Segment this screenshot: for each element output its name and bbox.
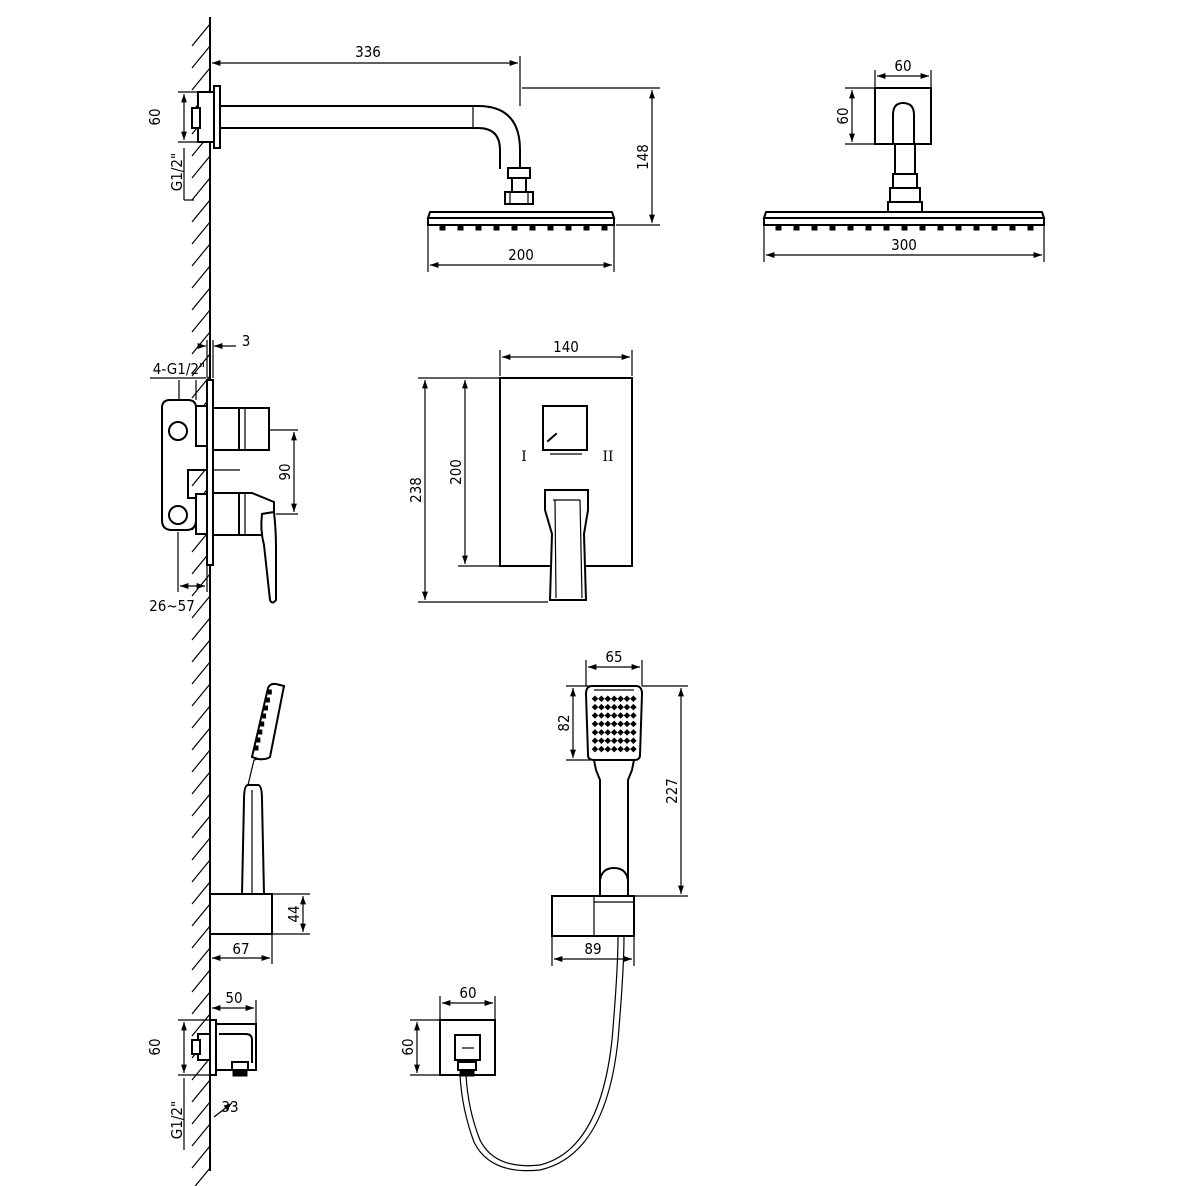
wall-outlet-side-view: 50 60 G1/2" 33 — [146, 989, 257, 1150]
dim-nipple: 33 — [221, 1098, 238, 1116]
mixer-side-view: 3 4-G1/2" 90 26~57 — [149, 332, 298, 615]
dim-thread-bottom: G1/2" — [168, 1101, 186, 1139]
dim-outlet-depth: 50 — [225, 989, 242, 1007]
dim-plate-inner-height: 200 — [447, 459, 465, 485]
dim-outlet-front-width: 60 — [459, 984, 476, 1002]
dim-plate-offset: 3 — [242, 332, 251, 350]
dim-holder-front-width: 89 — [584, 940, 601, 958]
label-position-2: II — [602, 449, 613, 465]
dim-flange-height: 60 — [146, 108, 164, 125]
dim-head-width-front: 200 — [508, 246, 534, 264]
dim-hand-head-width: 65 — [605, 648, 622, 666]
wall-outlet-front-view: 60 60 — [399, 984, 496, 1077]
hand-shower-front-view: 65 82 227 89 — [459, 648, 688, 1172]
hand-shower-side-view: 44 67 — [209, 682, 310, 964]
dim-outlet-spacing: 90 — [276, 463, 294, 480]
dim-arm-length: 336 — [355, 43, 381, 61]
dim-head-width-side: 300 — [891, 236, 917, 254]
shower-head-front-view: 336 60 G1/2" 148 200 — [146, 43, 660, 272]
label-position-1: I — [521, 449, 527, 465]
dim-holder-depth: 67 — [232, 940, 249, 958]
dim-holder-height: 44 — [285, 905, 303, 922]
dim-inlets: 4-G1/2" — [153, 360, 205, 378]
dim-plate-width: 140 — [553, 338, 579, 356]
dim-flange-width: 60 — [894, 57, 911, 75]
dim-depth-range: 26~57 — [149, 597, 195, 615]
mixer-front-view: I II 140 200 238 — [407, 338, 633, 603]
dim-overall-height: 238 — [407, 477, 425, 503]
dim-drop: 148 — [634, 144, 652, 170]
dim-flange-height-side: 60 — [834, 107, 852, 124]
dim-outlet-front-height: 60 — [399, 1038, 417, 1055]
dim-thread-top: G1/2" — [168, 153, 186, 191]
shower-head-side-view: 60 60 300 — [762, 57, 1046, 262]
dim-hand-total-length: 227 — [663, 778, 681, 804]
dim-hand-head-height: 82 — [555, 714, 573, 731]
dim-outlet-height: 60 — [146, 1038, 164, 1055]
